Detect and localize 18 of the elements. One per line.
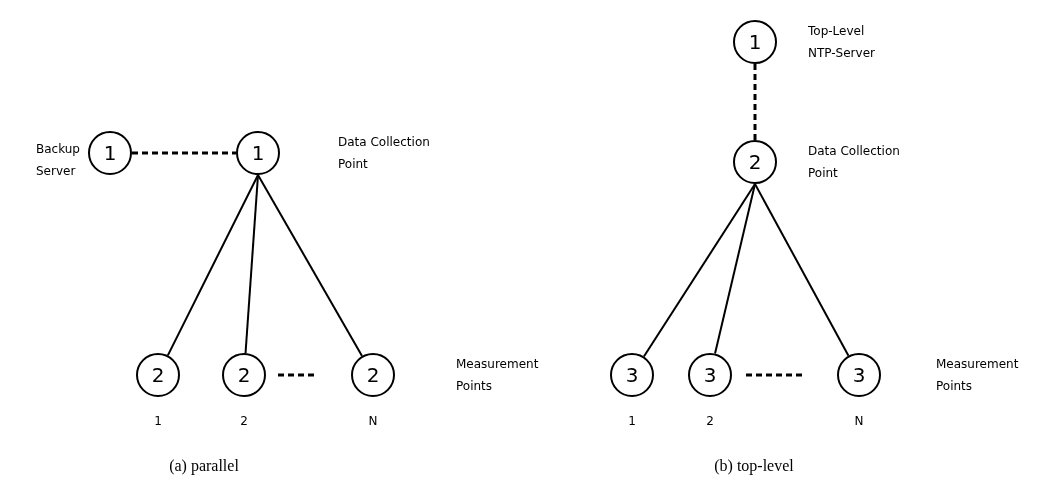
node-caption: 1 <box>627 413 637 430</box>
connector-line <box>714 183 756 355</box>
subfigure-caption: (a) parallel <box>168 456 240 477</box>
node-caption: 1 <box>153 413 163 430</box>
node-caption: 2 <box>705 413 715 430</box>
component-label: Measurement Points <box>936 356 1020 395</box>
component-label: Data Collection Point <box>338 134 431 173</box>
node-caption: Top-Level NTP-Server <box>808 23 876 62</box>
component-label: Measurement Points <box>456 356 540 395</box>
connector-line <box>244 174 259 355</box>
dashed-connector <box>132 151 236 155</box>
node-caption: 2 <box>239 413 249 430</box>
node-caption: Data Collection Point <box>808 143 901 182</box>
node-caption: N <box>367 413 379 430</box>
node-caption: Backup Server <box>36 141 81 180</box>
dashed-connector <box>753 64 757 140</box>
subfigure-caption: (b) top-level <box>713 456 795 477</box>
node-caption: N <box>853 413 865 430</box>
